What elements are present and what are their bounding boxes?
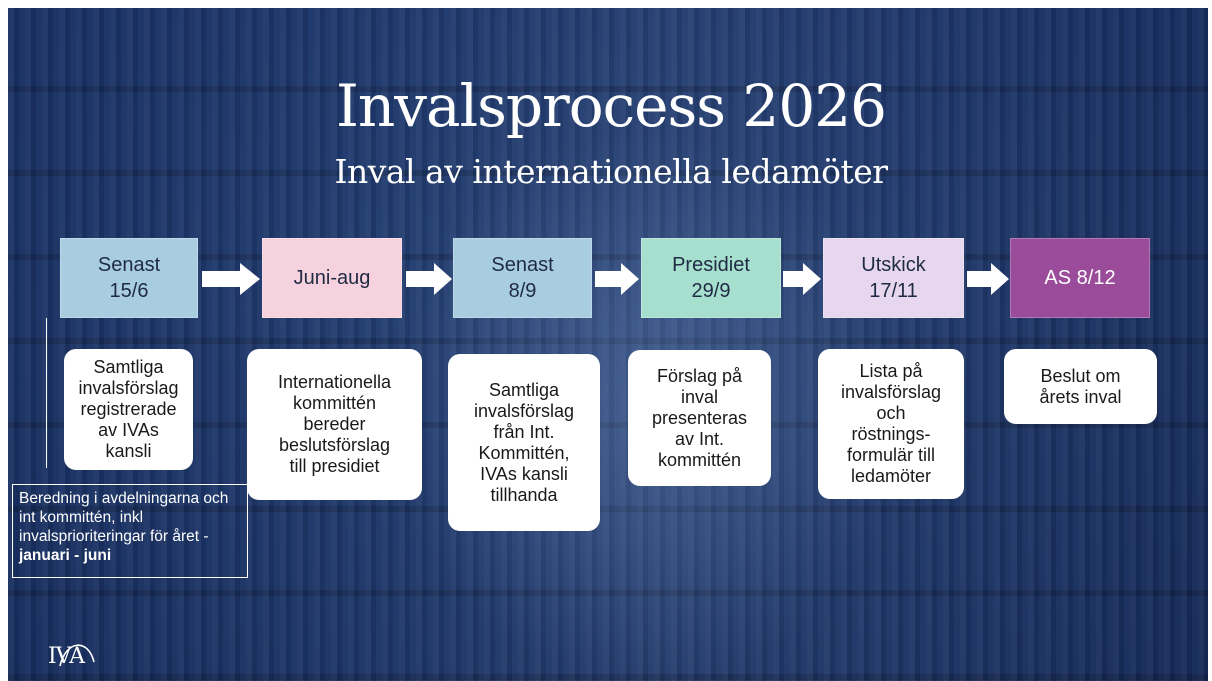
step-senast-15-6: Senast 15/6	[60, 238, 198, 318]
slide-subtitle: Inval av internationella ledamöter	[334, 152, 888, 191]
preparation-note: Beredning i avdelningarna och int kommit…	[12, 484, 248, 578]
step-utskick-17-11: Utskick 17/11	[823, 238, 964, 318]
step-description: Samtliga invalsförslag från Int. Kommitt…	[448, 354, 600, 531]
iva-logo: IVA	[46, 632, 106, 672]
step-presidiet-29-9: Presidiet 29/9	[641, 238, 781, 318]
step-senast-8-9: Senast 8/9	[453, 238, 592, 318]
arrow-right-icon	[200, 262, 262, 296]
background-bookshelves	[8, 8, 1208, 681]
step-description: Internationella kommittén bereder beslut…	[247, 349, 422, 500]
step-description: Förslag på inval presenteras av Int. kom…	[628, 350, 771, 486]
slide	[8, 8, 1208, 681]
step-as-8-12: AS 8/12	[1010, 238, 1150, 318]
logo-text: IVA	[48, 644, 85, 669]
arrow-right-icon	[593, 262, 641, 296]
preparation-note-emphasis: januari - juni	[19, 547, 112, 564]
preparation-note-text: Beredning i avdelningarna och int kommit…	[19, 490, 229, 545]
slide-title: Invalsprocess 2026	[335, 72, 887, 140]
timeline-connector-line	[46, 318, 47, 468]
step-description: Lista på invalsförslag och röstnings- fo…	[818, 349, 964, 499]
arrow-right-icon	[781, 262, 823, 296]
arrow-right-icon	[404, 262, 454, 296]
arrow-right-icon	[965, 262, 1011, 296]
step-description: Samtliga invalsförslag registrerade av I…	[64, 349, 193, 470]
step-juni-aug: Juni-aug	[262, 238, 402, 318]
step-description: Beslut om årets inval	[1004, 349, 1157, 424]
